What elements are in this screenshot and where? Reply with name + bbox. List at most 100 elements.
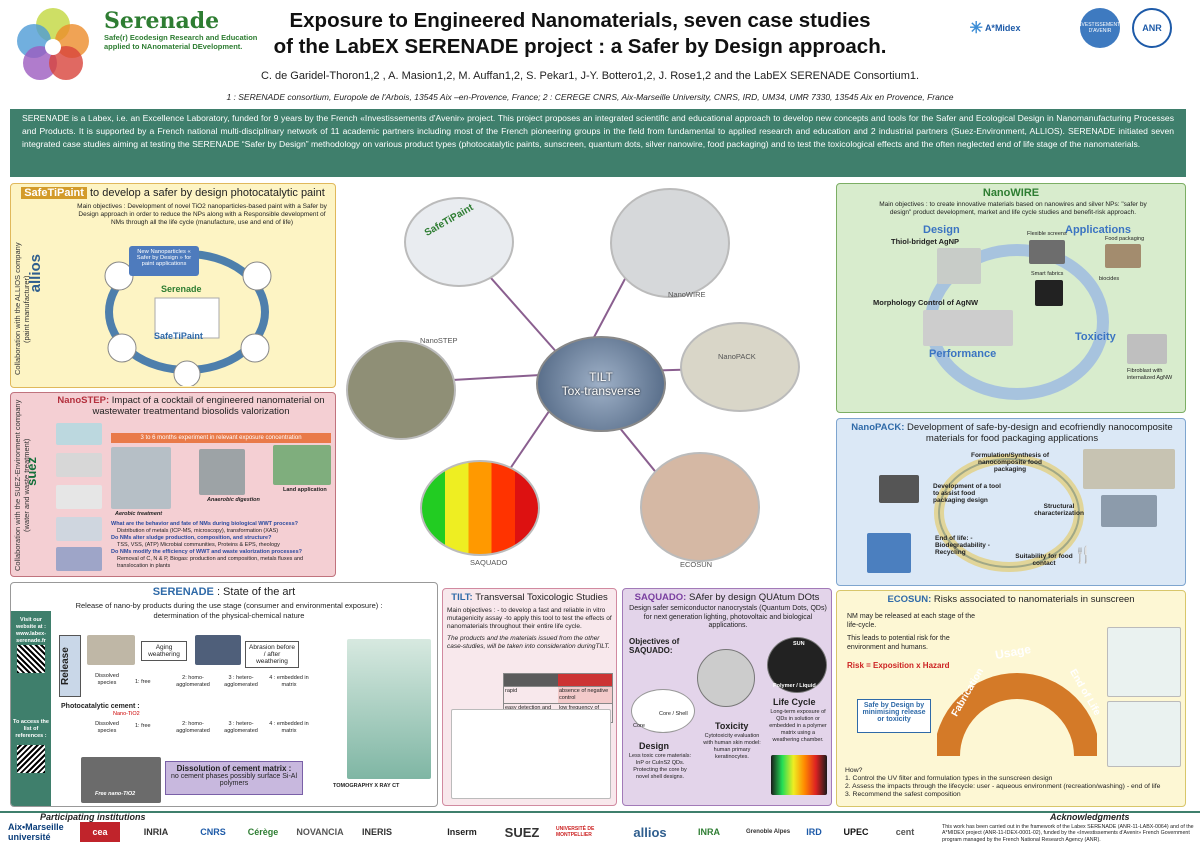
food-label: Food packaging [1105,236,1145,242]
recycle-icon [867,533,911,573]
core-label: Core [633,723,645,729]
release-label: Release [59,635,81,697]
nanostep-photo-5 [56,547,102,571]
hub-center-line-2: Tox-transverse [561,384,641,398]
affiliations: 1 : SERENADE consortium, Europole de l'A… [226,92,954,102]
logo-grenoble: Grenoble Alpes [745,829,791,835]
anr-logo: ANR [1132,8,1172,48]
abrasion-box: Abrasion before / after weathering [245,641,299,668]
dissolution-box: Dissolution of cement matrix : no cement… [165,761,303,795]
qr-code-icon-2[interactable] [17,745,45,773]
tilt-italic-text: The products and the materials issued fr… [447,635,610,650]
nanowire-toxicity-label: Toxicity [1075,331,1116,343]
tilt-hub-center: TILT Tox-transverse [536,336,666,432]
formulation-label: Formulation/Synthesis of nanocomposite f… [970,452,1049,473]
allios-logo: allios [27,254,44,293]
qr-code-icon[interactable] [17,645,45,673]
hub-label-saquado: SAQUADO [470,558,508,567]
biocides-label: biocides [1099,276,1120,282]
tio2-jars-image-2 [1107,701,1181,767]
laptop-icon [879,475,919,503]
hub-center-line-1: TILT [589,370,613,384]
nanostep-photo-3 [56,485,102,509]
logo-ineris: INERIS [361,827,392,837]
nanostep-questions: What are the behavior and fate of NMs du… [111,521,304,569]
logo-cea: cea [80,822,120,842]
poster-title: Exposure to Engineered Nanomaterials, se… [250,8,910,60]
ecosun-arc [937,673,1097,757]
nanostep-timeline: 3 to 6 months experiment in relevant exp… [111,433,331,443]
logo-inria: INRIA [143,827,169,837]
nanowire-objectives: Main objectives : to create innovative m… [879,201,1147,216]
saquado-design-label: Design [639,741,670,751]
smart-label: Smart fabrics [1031,271,1064,277]
logo-inserm: Inserm [447,827,477,837]
saquado-life-text: Long-term exposure of QDs in solution or… [769,709,827,743]
anaerobic-photo [199,449,245,495]
tilt-objectives: Main objectives : - to develop a fast an… [447,607,612,630]
ecosun-p2: This leads to potential risk for the env… [847,635,950,651]
nanostep-title: NanoSTEP: Impact of a cocktail of engine… [57,395,325,417]
logo-allios: allios [633,824,667,840]
hetero-label-2: 3 : hetero-agglomerated [224,721,258,734]
free-nano-photo [81,757,161,803]
state-of-art-lead: Release of nano-by products during the u… [75,601,383,620]
hub-label-nanowire: NanoWIRE [668,290,706,299]
end-label: End of life: -Biodegradability -Recyclin… [935,535,990,556]
anaerobic-label: Anaerobic digestion [207,497,260,503]
nanowire-hub-image [610,188,730,298]
tilt-panel: TILT: Transversal Toxicologic Studies Ma… [442,588,617,806]
safetipaint-cycle-diagram [104,250,272,386]
aerobic-label: Aerobic treatment [115,511,163,517]
saquado-design-text: Less toxic core materials: InP or CuInS2… [628,753,692,780]
saquado-panel: SAQUADO: SAfer by design QUAtum DOts Des… [622,588,832,806]
hub-label-ecosun: ECOSUN [680,560,713,569]
state-of-art-title: SERENADE : State of the art [152,586,296,598]
safe-by-design-box: Safe by Design by minimising release or … [857,699,931,733]
logo-novancia: NOVANCIA [296,827,344,837]
ecosun-risk: Risk = Exposition x Hazard [847,661,950,670]
logo-cent: cent [895,827,915,837]
cycle-bottom-label: SafeTiPaint [154,331,203,341]
nanopack-hub-image [680,322,800,412]
nanowire-title: NanoWIRE [982,187,1040,199]
participating-label: Participating institutions [40,812,146,822]
nanopack-panel: NanoPACK: Development of safe-by-design … [836,418,1186,586]
saquado-toxicity-label: Toxicity [715,721,749,731]
structure-photo [1101,495,1157,527]
nanostep-photo-4 [56,517,102,541]
homo-label: 2: homo-agglomerated [176,675,210,688]
footer [0,811,1200,849]
food-image [1105,244,1141,268]
amidex-logo: ✳ A*Midex [969,20,1021,37]
nanoparticles-box: New Nanoparticles « Safer by Design » fo… [129,246,199,276]
tomography-label: TOMOGRAPHY X RAY CT [333,783,400,789]
nanopack-cycle-diagram [934,454,1084,572]
logo-cerege: Cérège [247,827,279,837]
polymer-label: Polymer / Liquid [773,683,816,689]
free-nano-label: Free nano-TiO2 [95,791,136,797]
nanostep-photo-1 [56,423,102,445]
amidex-star-icon: ✳ [969,20,983,37]
ack-text: This work has been carried out in the fr… [942,824,1194,843]
ecosun-hub-image [640,452,760,562]
nanopack-title: NanoPACK: Development of safe-by-design … [851,422,1173,444]
cycle-center-label: Serenade [161,284,202,294]
suez-logo: suez [24,457,39,486]
saquado-life-label: Life Cycle [773,697,816,707]
tio2-jars-image-1 [1107,627,1181,697]
nanostep-panel: NanoSTEP: Impact of a cocktail of engine… [10,392,336,577]
logo-inra: INRA [698,827,720,837]
flex-label: Flexible screens [1027,231,1067,237]
embedded-label-2: 4 : embedded in matrix [269,721,309,734]
flex-image [1029,240,1065,264]
ecosun-how: How? 1. Control the UV filter and formul… [845,767,1161,798]
safetipaint-hub-image [404,197,514,287]
thiol-label: Thiol-bridget AgNP [891,237,960,246]
state-of-art-panel: SERENADE : State of the art Release of n… [10,582,438,807]
title-line-1: Exposure to Engineered Nanomaterials, se… [289,9,871,32]
land-photo [273,445,331,485]
brand-tagline: Safe(r) Ecodesign Research and Education… [104,33,258,51]
aerobic-photo [111,447,171,509]
